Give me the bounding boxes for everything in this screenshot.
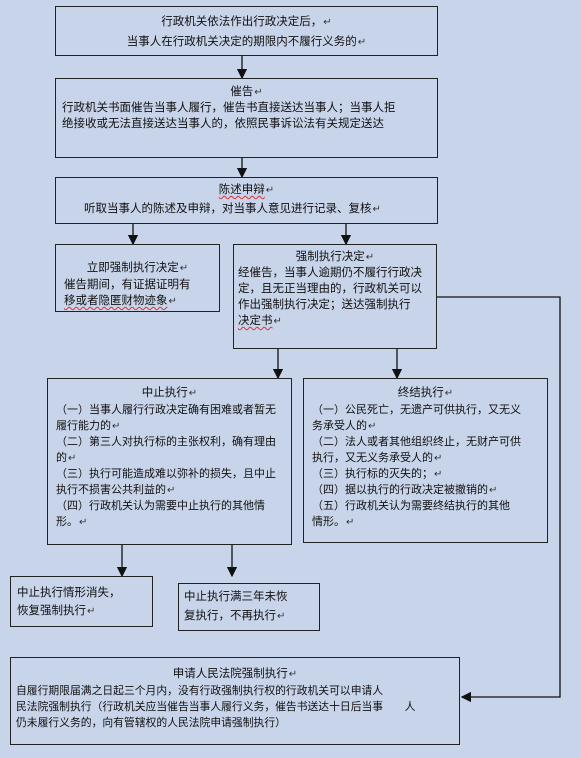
- resume-line1: 中止执行情形消失，: [17, 585, 121, 599]
- court-title: 申请人民法院强制执行↵: [172, 666, 298, 680]
- decision-line2: 定，且无正当理由的，行政机关可以: [238, 281, 422, 295]
- court-box: 申请人民法院强制执行↵ 自履行期限届满之日起三个月内，没有行政强制执行权的行政机…: [10, 657, 460, 745]
- immediate-box: 立即强制执行决定↵ 催告期间，有证据证明有 移或者隐匿财物迹象↵: [55, 244, 220, 312]
- terminate-box: 终结执行↵ （一）公民死亡，无遗产可供执行，又无义 务承受人的↵ （二）法人或者…: [303, 378, 548, 543]
- terminate-item-1a: （一）公民死亡，无遗产可供执行，又无义: [312, 403, 521, 416]
- terminate-item-2b: 执行，又无义务承受人的↵: [312, 451, 443, 464]
- start-box: 行政机关依法作出行政决定后，↵ 当事人在行政机关决定的期限内不履行义务的↵: [55, 6, 438, 56]
- suspend-item-1a: （一）当事人履行行政决定确有困难或者暂无: [56, 403, 276, 416]
- demand-line1: 行政机关书面催告当事人履行，催告书直接送达当事人；当事人拒: [62, 100, 396, 114]
- court-line1: 自履行期限届满之日起三个月内，没有行政强制执行权的行政机关可以申请人: [16, 684, 384, 697]
- suspend-item-4b: 形。↵: [56, 515, 88, 528]
- nolonger-box: 中止执行满三年未恢 复执行，不再执行↵: [178, 583, 320, 631]
- court-line3: 仍未履行义务的，向有管辖权的人民法院申请强制执行）: [16, 716, 286, 729]
- decision-box: 强制执行决定↵ 经催告，当事人逾期仍不履行行政决 定，且无正当理由的，行政机关可…: [233, 244, 437, 349]
- start-line2: 当事人在行政机关决定的期限内不履行义务的↵: [126, 34, 367, 48]
- decision-line3: 作出强制执行决定；送达强制执行: [238, 297, 411, 311]
- court-line2: 民法院强制执行（行政机关应当催告当事人履行义务，催告书送达十日后当事 人: [16, 700, 416, 713]
- terminate-item-1b: 务承受人的↵: [312, 419, 377, 432]
- statement-line1: 听取当事人的陈述及申辩，对当事人意见进行记录、复核↵: [84, 201, 381, 215]
- suspend-item-3a: （三）执行可能造成难以弥补的损失，且中止: [56, 467, 276, 480]
- decision-title: 强制执行决定↵: [295, 249, 375, 263]
- suspend-box: 中止执行↵ （一）当事人履行行政决定确有困难或者暂无 履行能力的↵ （二）第三人…: [47, 378, 292, 545]
- terminate-item-4: （四）据以执行的行政决定被撤销的↵: [312, 483, 498, 496]
- arrow-decision-to-court: [437, 296, 561, 703]
- statement-title: 陈述申辩↵: [218, 182, 275, 196]
- immediate-line1: 催告期间，有证据证明有: [64, 277, 191, 291]
- resume-line2: 恢复强制执行↵: [17, 603, 96, 617]
- suspend-title: 中止执行↵: [141, 385, 198, 399]
- start-line1: 行政机关依法作出行政决定后，↵: [161, 14, 332, 28]
- terminate-title: 终结执行↵: [397, 385, 454, 399]
- nolonger-line2: 复执行，不再执行↵: [184, 608, 286, 622]
- suspend-item-4a: （四）行政机关认为需要中止执行的其他情: [56, 499, 265, 512]
- terminate-item-3: （三）执行标的灭失的；↵: [312, 467, 443, 480]
- suspend-item-2b: 的↵: [56, 451, 77, 464]
- decision-line4: 决定书↵: [238, 313, 282, 327]
- demand-line2: 绝接收或无法直接送达当事人的，依照民事诉讼法有关规定送达: [62, 116, 384, 130]
- statement-box: 陈述申辩↵ 听取当事人的陈述及申辩，对当事人意见进行记录、复核↵: [55, 177, 438, 224]
- immediate-title: 立即强制执行决定↵: [86, 260, 189, 274]
- suspend-item-2a: （二）第三人对执行标的主张权利，确有理由: [56, 435, 276, 448]
- suspend-item-3b: 执行不损害公共利益的↵: [56, 483, 176, 496]
- terminate-item-5b: 情形。↵: [312, 515, 355, 528]
- terminate-item-5a: （五）行政机关认为需要终结执行的其他: [312, 499, 510, 512]
- demand-box: 催告↵ 行政机关书面催告当事人履行，催告书直接送达当事人；当事人拒 绝接收或无法…: [55, 78, 438, 158]
- decision-line1: 经催告，当事人逾期仍不履行行政决: [238, 265, 422, 279]
- resume-box: 中止执行情形消失， 恢复强制执行↵: [10, 576, 153, 627]
- terminate-item-2a: （二）法人或者其他组织终止，无财产可供: [312, 435, 521, 448]
- suspend-item-1b: 履行能力的↵: [56, 419, 121, 432]
- demand-title: 催告↵: [230, 84, 263, 98]
- immediate-line2: 移或者隐匿财物迹象↵: [64, 293, 177, 307]
- nolonger-line1: 中止执行满三年未恢: [184, 589, 288, 603]
